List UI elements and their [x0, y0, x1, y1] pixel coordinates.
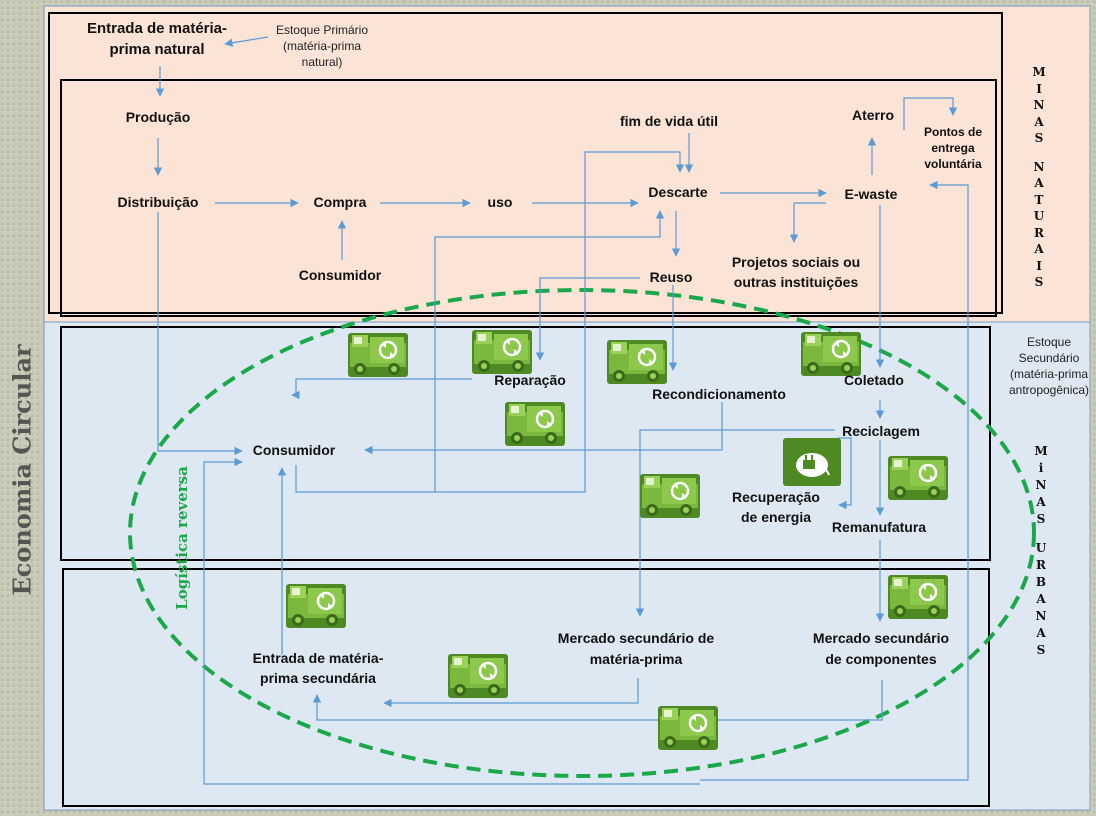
- consumer-mid-node: Consumidor: [252, 442, 336, 458]
- recycle-truck-icon: [886, 454, 950, 502]
- natural-inner-box: [60, 79, 997, 317]
- reverse-logistics-ellipse: [128, 288, 1036, 778]
- recycle-truck-icon: [503, 400, 567, 448]
- reuse-node: Reuso: [649, 269, 693, 285]
- production-node: Produção: [125, 109, 191, 125]
- natural-zone: [43, 5, 1091, 323]
- urban-zone: [43, 321, 1091, 811]
- recycle-truck-icon: [284, 582, 348, 630]
- side-title: Economia Circular: [4, 300, 40, 640]
- recycle-truck-icon: [886, 573, 950, 621]
- recycle-truck-icon: [346, 331, 410, 379]
- ewaste-node: E-waste: [844, 186, 898, 202]
- side-title-text: Economia Circular: [7, 344, 37, 596]
- recycle-truck-icon: [656, 704, 720, 752]
- urban-upper-box: [60, 326, 991, 561]
- end-of-life-node: fim de vida útil: [619, 113, 718, 129]
- repair-node: Reparação: [494, 372, 566, 388]
- recycle-truck-icon: [799, 330, 863, 378]
- recycle-truck-icon: [446, 652, 510, 700]
- recycling-node: Reciclagem: [842, 423, 920, 439]
- reverse-logistics-label: Logística reversa: [173, 466, 191, 610]
- use-node: uso: [487, 194, 513, 210]
- consumer-top-node: Consumidor: [298, 267, 382, 283]
- raw-material-input-node: Entrada de matéria-prima natural: [86, 20, 228, 58]
- refurbishment-node: Recondicionamento: [652, 386, 786, 402]
- recycle-truck-icon: [470, 328, 534, 376]
- remanufacture-node: Remanufatura: [831, 519, 927, 535]
- recycle-truck-icon: [638, 472, 702, 520]
- urban-lower-box: [62, 568, 990, 807]
- flow-arrows: [153, 36, 969, 785]
- purchase-node: Compra: [313, 194, 367, 210]
- distribution-node: Distribuição: [117, 194, 199, 210]
- landfill-node: Aterro: [851, 107, 894, 123]
- discard-node: Descarte: [648, 184, 708, 200]
- recycle-truck-icon: [605, 338, 669, 386]
- energy-plug-icon: [783, 438, 841, 486]
- collected-node: Coletado: [844, 372, 904, 388]
- secondary-raw-input-node: Entrada de matéria-prima secundária: [252, 650, 384, 686]
- top-outer-box: [48, 12, 1003, 314]
